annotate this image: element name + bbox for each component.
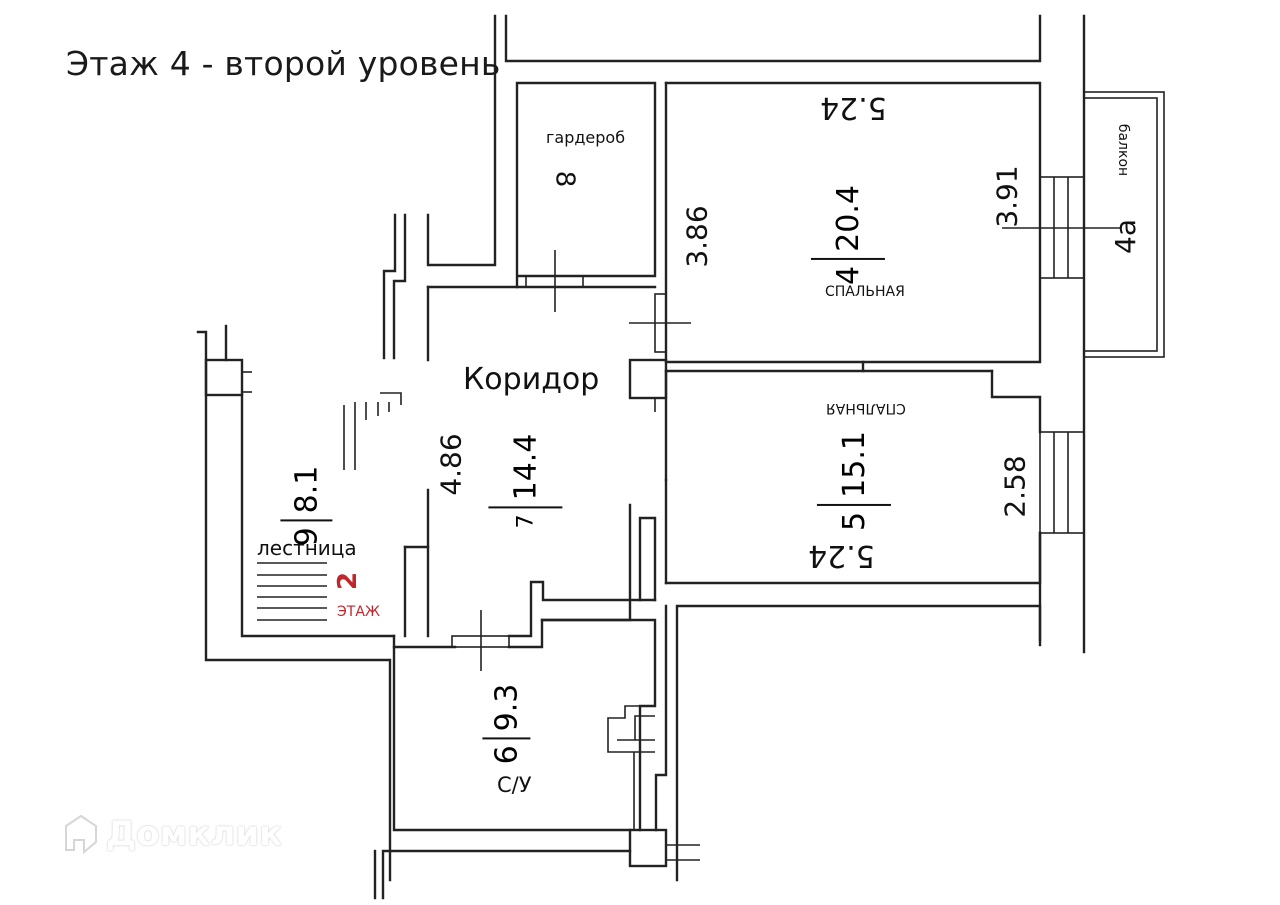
room-4-area: 20.4 — [830, 185, 866, 252]
room-7-name: Коридор — [463, 362, 600, 397]
walls-outer — [196, 14, 1165, 900]
room-9-name: лестница — [257, 536, 357, 560]
stair-treads — [257, 392, 402, 621]
room-8-name: гардероб — [546, 128, 626, 147]
room-7-area: 14.4 — [507, 433, 543, 501]
fraction-bar — [810, 257, 885, 260]
room-6-area: 9.3 — [488, 683, 524, 732]
fraction-bar — [280, 519, 333, 522]
room-5-area: 15.1 — [836, 431, 872, 498]
room-6-name: С/У — [497, 773, 532, 797]
room-4a-name: балкон — [1115, 123, 1132, 177]
room-4a-number: 4a — [1108, 219, 1142, 254]
room-9-area: 8.1 — [288, 465, 324, 514]
fraction-bar — [816, 503, 891, 506]
room-5-dim-right: 2.58 — [998, 455, 1032, 518]
page-title: Этаж 4 - второй уровень — [66, 44, 501, 83]
house-logo-icon — [65, 814, 97, 855]
room-4-dim-right: 3.91 — [990, 165, 1024, 228]
stair-floor-label: ЭТАЖ — [337, 604, 380, 620]
room-9-label: 9 8.1 — [280, 465, 333, 546]
room-5-name: СПАЛЬНАЯ — [826, 400, 906, 416]
room-6-label: 6 9.3 — [482, 683, 531, 765]
room-7-dim-left: 4.86 — [434, 433, 468, 496]
room-4-dim-top: 5.24 — [820, 90, 887, 125]
room-6-number: 6 — [488, 745, 524, 765]
room-4-number: 4 — [830, 265, 866, 285]
room-4-name: СПАЛЬНАЯ — [825, 284, 905, 300]
watermark-brand: Домклик — [106, 814, 283, 854]
room-7-label: 7 14.4 — [488, 433, 563, 529]
fraction-bar — [482, 737, 531, 740]
stair-floor-number: 2 — [333, 571, 364, 591]
room-7-number: 7 — [512, 514, 538, 529]
room-8-number: 8 — [549, 170, 580, 188]
room-5-label: 5 15.1 — [816, 431, 891, 531]
room-5-dim-bottom: 5.24 — [808, 538, 875, 573]
watermark: Домклик — [62, 812, 282, 856]
room-4-label: 4 20.4 — [810, 185, 885, 285]
room-5-number: 5 — [836, 511, 872, 531]
fraction-bar — [488, 506, 563, 509]
room-4-dim-left: 3.86 — [680, 205, 714, 268]
